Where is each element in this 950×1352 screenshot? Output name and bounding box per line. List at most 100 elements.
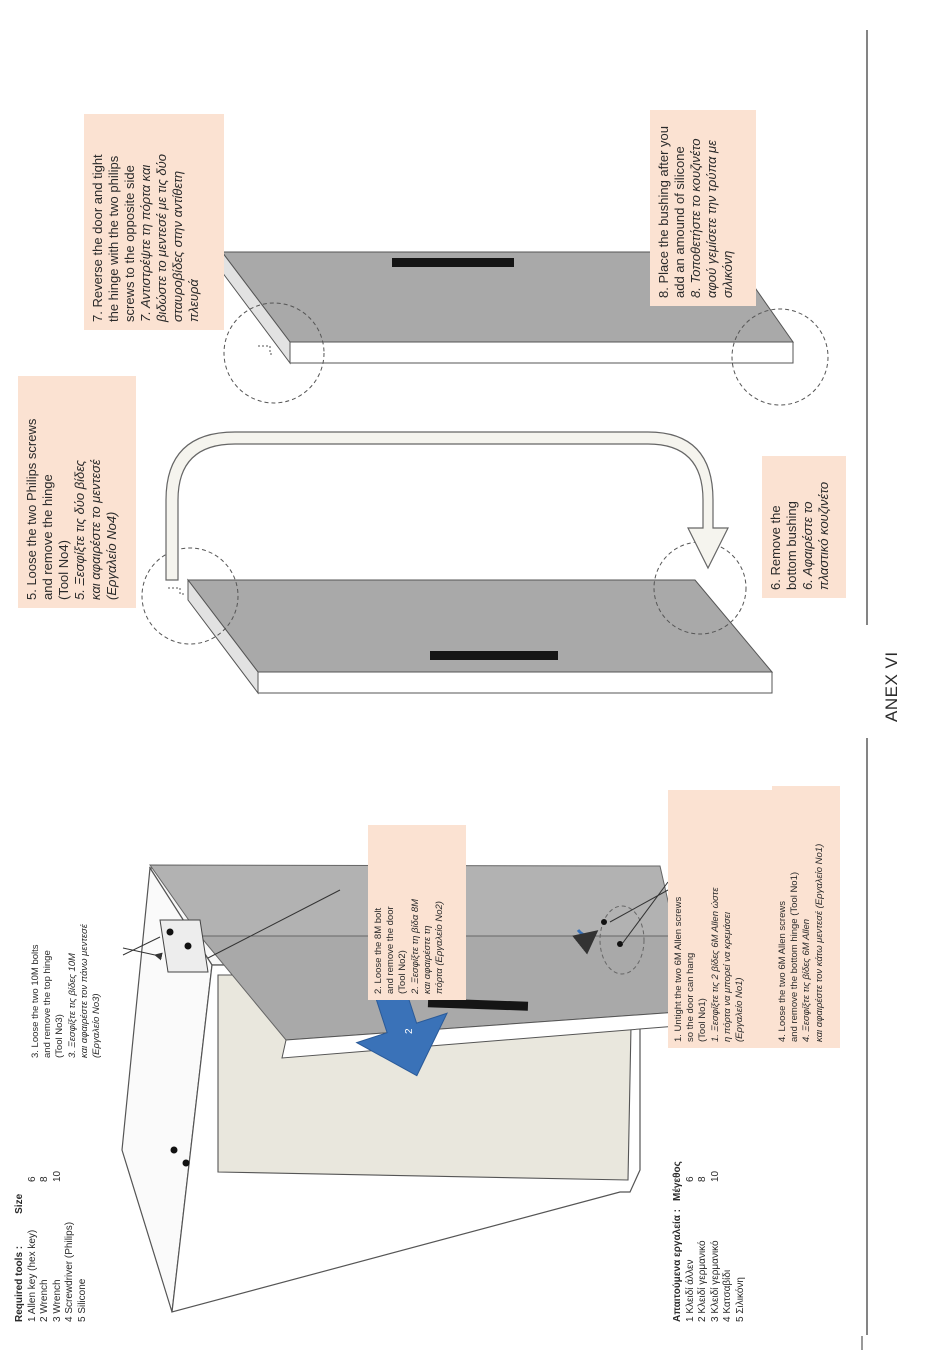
step-line: και αφαιρέστε τη: [421, 925, 433, 995]
tool-item: 3 Κλειδί γερμανικό: [709, 1240, 721, 1322]
tool-size: 6: [26, 1176, 38, 1182]
step-7-note: 7. Reverse the door and tight the hinge …: [84, 114, 224, 330]
door2-edge: [257, 671, 773, 694]
step-line: add an amound of silicone: [672, 146, 687, 298]
step-2-note: 2. Loose the 8M bolt and remove the door…: [368, 825, 466, 1000]
tool-item: 2 Κλειδί γερμανικό: [697, 1240, 708, 1322]
step-line: πόρτα (Εργαλείο Νο2): [434, 901, 446, 994]
step-line: η πόρτα να μπορεί να κρεμάσει: [721, 912, 733, 1042]
step-line: 8. Τοποθετήστε το κουζινέτο: [688, 138, 703, 298]
step-line: 2. Ξεσφίξτε τη βίδα 8M: [409, 898, 421, 994]
door3-handle: [392, 258, 514, 267]
step-line: (Tool No1): [697, 998, 709, 1042]
step-line: and remove the door: [385, 906, 397, 994]
tool-size: 6: [684, 1176, 696, 1182]
tool-size: 10: [51, 1170, 63, 1182]
step-line: (Εργαλείο Νο4): [104, 511, 119, 600]
step-line: 3. Loose the two 10M bolts: [30, 944, 41, 1058]
step-line: (Εργαλείο Νο3): [91, 993, 103, 1058]
step-6-note: 6. Remove the bottom bushing 6. Αφαιρέστ…: [762, 456, 846, 598]
allen-screw: [617, 941, 623, 947]
tool-size: 10: [709, 1170, 721, 1182]
step-line: 7. Αντιστρέψτε τη πόρτα και: [138, 164, 153, 322]
step-line: (Tool No4): [56, 540, 71, 600]
step-5-note: 5. Loose the two Philips screws and remo…: [18, 376, 136, 608]
tool-item: 1 Allen key (hex key): [26, 1229, 38, 1322]
required-tools-el: Απαιτούμενα εργαλεία : Μέγεθος 1 Κλειδί ά…: [672, 1161, 747, 1322]
leader-step2: [207, 889, 341, 959]
step-1-note: 1. Untight the two 6M Allen screws so th…: [668, 790, 772, 1048]
leader-step3: [122, 947, 163, 961]
hinge-bolt: [184, 942, 192, 950]
step-line: (Tool No3): [54, 1014, 66, 1058]
step-line: 6. Αφαιρέστε το: [800, 501, 815, 590]
size-header: Size: [14, 1193, 25, 1214]
step-line: (Εργαλείο Νο1): [734, 977, 746, 1042]
tool-item: 4 Κατσαβίδι: [722, 1269, 733, 1322]
step-line: 1. Ξεσφίξτε τις 2 βίδες 6M Allen ώστε: [709, 887, 721, 1043]
step-line: the hinge with the two philips: [106, 155, 121, 322]
tool-item: 5 Σιλικόνη: [734, 1277, 746, 1322]
bottom-hinge-detail: [599, 905, 645, 975]
step-line: 1. Untight the two 6M Allen screws: [673, 896, 684, 1042]
hinge-callout-top: [223, 302, 325, 404]
tools-header: Required tools :: [14, 1245, 25, 1322]
tool-item: 2 Wrench: [39, 1279, 50, 1322]
cabinet-figure: [121, 864, 707, 1313]
tool-item: 5 Silicone: [76, 1278, 88, 1322]
step-line: and remove the hinge: [40, 474, 55, 600]
step-line: 2. Loose the 8M bolt: [373, 907, 384, 994]
step-line: και αφαιρέστε τον κάτω μεντεσέ (Εργαλείο…: [813, 843, 825, 1042]
step-line: and remove the bottom hinge (Tool No1): [789, 871, 801, 1042]
tool-item: 1 Κλειδί άλλεν: [684, 1259, 696, 1323]
top-hinge: [159, 919, 209, 973]
step-line: σιλικόνη: [720, 250, 735, 298]
leader-step3b: [122, 936, 161, 956]
step-line: και αφαιρέστε τον πάνω μεντεσέ: [78, 924, 90, 1058]
step-line: σταυροβίδες στην αντίθετη: [170, 170, 185, 322]
door-handle: [427, 998, 529, 1011]
step-line: 4. Ξεσφίξτε τις βίδες 6M Allen: [801, 918, 813, 1042]
tool-size: 8: [39, 1176, 50, 1182]
tool-item: 3 Wrench: [51, 1279, 63, 1322]
required-tools-en: Required tools : Size 1 Allen key (hex ke…: [14, 1171, 89, 1322]
door2-handle: [430, 651, 558, 660]
step-line: screws to the opposite side: [122, 165, 137, 322]
step-8-note: 8. Place the bushing after you add an am…: [650, 110, 756, 306]
leader-step1b: [621, 881, 669, 945]
arrow-label: 2: [404, 1028, 415, 1034]
step-4-note: 4. Loose the two 6M Allen screws and rem…: [772, 786, 840, 1048]
hinge-bolt: [166, 928, 174, 936]
tool-item: 4 Screwdriver (Philips): [64, 1221, 75, 1322]
bushing-callout: [653, 541, 747, 635]
tool-size: 8: [697, 1176, 708, 1182]
door-removed-figure: [141, 431, 774, 695]
step-line: βιδώστε το μεντεσέ με τις δύο: [154, 153, 169, 322]
footer-label: ANEX VI: [882, 651, 901, 722]
step-line: 6. Remove the: [768, 505, 783, 590]
size-header: Μέγεθος: [672, 1161, 683, 1202]
step-line: 5. Loose the two Philips screws: [24, 418, 39, 600]
step-line: πλευρά: [186, 279, 201, 322]
step-line: 3. Ξεσφίξτε τις βίδες 10M: [66, 953, 78, 1058]
step-line: 5. Ξεσφίξτε τις δύο βίδες: [72, 460, 87, 600]
hinge-part-outline: [168, 587, 186, 595]
tools-header: Απαιτούμενα εργαλεία :: [672, 1209, 683, 1322]
step-line: bottom bushing: [784, 501, 799, 590]
flip-arrow: [165, 431, 729, 581]
side-bolt: [170, 1146, 178, 1154]
step-line: πλαστικό κουζινέτο: [816, 481, 831, 590]
rotate-arrow: [572, 929, 599, 955]
side-bolt: [182, 1159, 190, 1167]
step-line: 4. Loose the two 6M Allen screws: [777, 901, 788, 1042]
door2-side: [187, 578, 259, 695]
door3-edge: [289, 341, 794, 364]
step-line: (Tool No2): [397, 950, 409, 994]
bushing-callout-bottom: [731, 308, 829, 406]
allen-screw: [601, 919, 607, 925]
step-line: 8. Place the bushing after you: [656, 125, 671, 298]
top-hinge-callout: [141, 547, 239, 645]
step-line: 7. Reverse the door and tight: [90, 154, 105, 322]
step-line: αφού γεμίσετε την τρύπα με: [704, 140, 719, 298]
